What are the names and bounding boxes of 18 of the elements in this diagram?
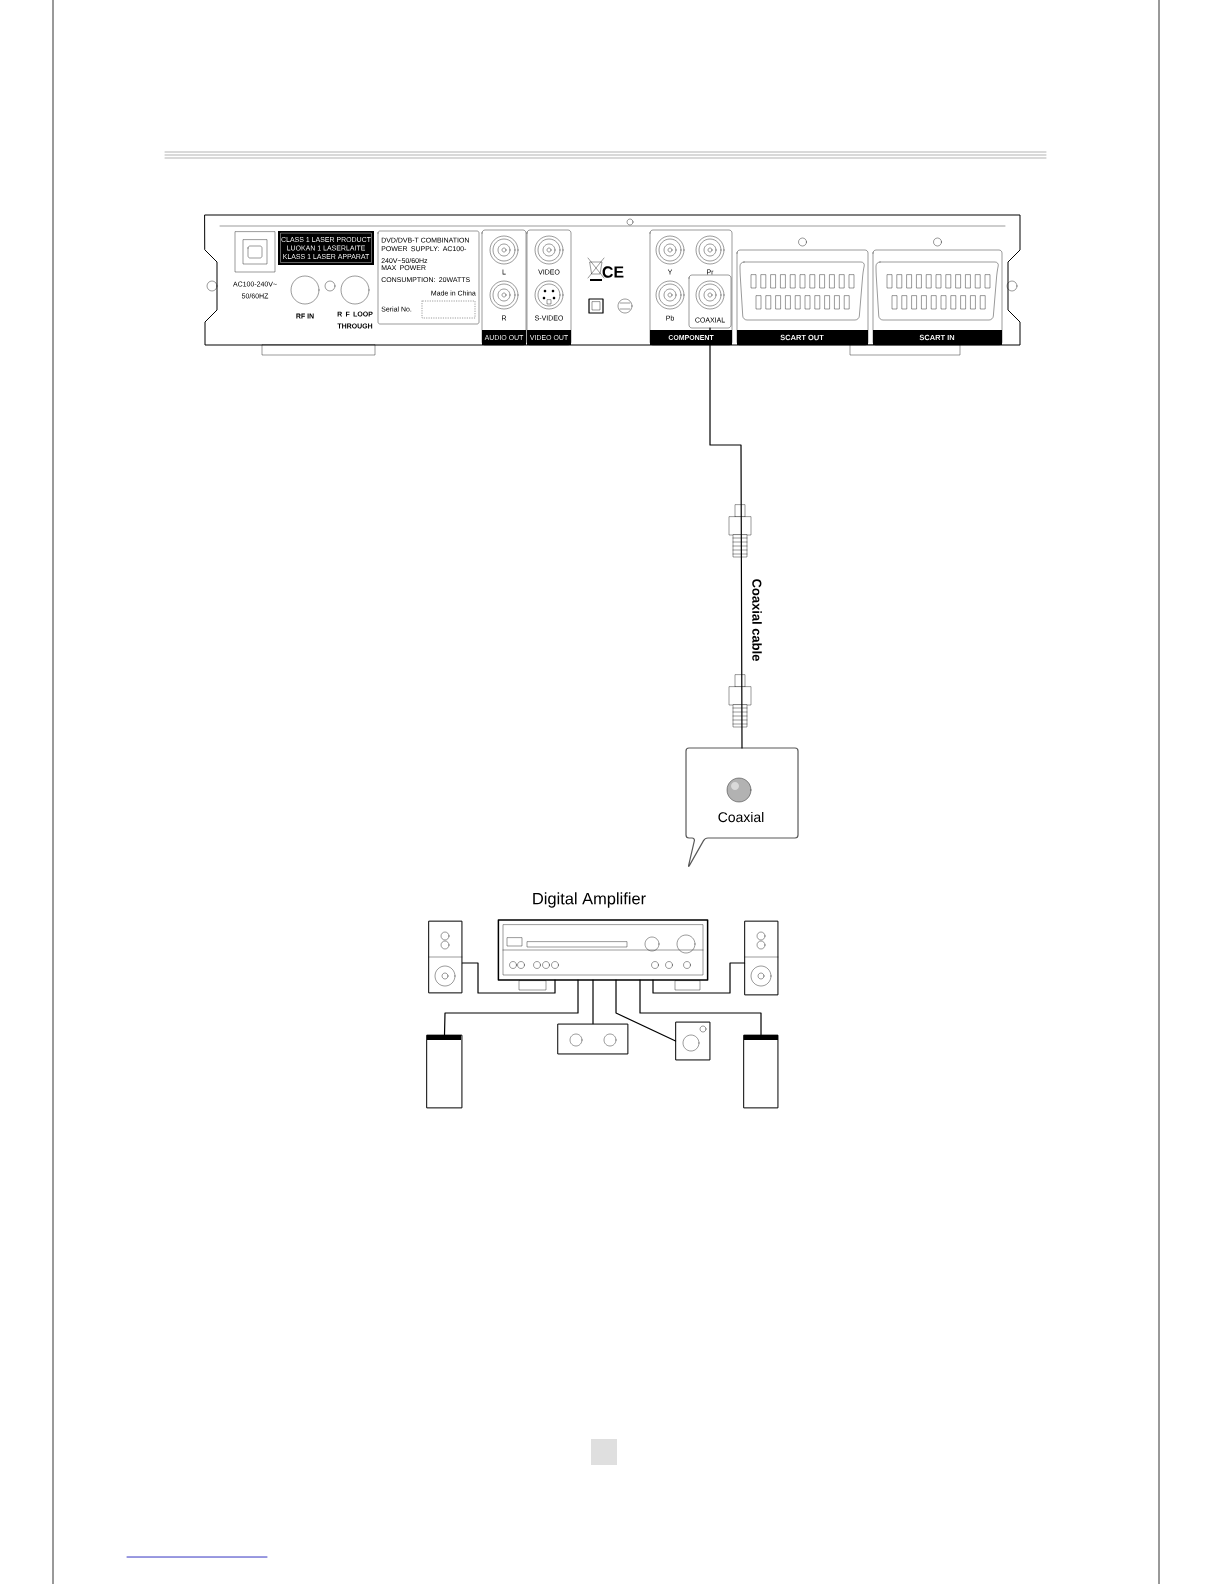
speaker-wire [652,962,746,994]
cable-label: Coaxial cable [751,577,763,663]
speaker-drawing [557,1023,629,1055]
speaker-wire [592,979,594,1025]
speaker-drawing [675,1021,711,1061]
ce-mark: CE [602,266,624,278]
speaker-drawing [426,1034,463,1109]
callout-bubble: Coaxial [685,747,799,867]
amplifier-drawing: Digital Amplifier [497,892,709,991]
speaker-drawing [428,920,463,994]
speaker-wire [461,962,556,994]
speaker-drawing [743,1034,779,1109]
speaker-drawing [744,920,779,996]
speaker-wire [615,979,677,1042]
speaker-wire [639,979,762,1036]
coaxial-cable [709,327,743,749]
speaker-wire [443,979,579,1036]
node-label: Digital Amplifier [533,892,646,908]
